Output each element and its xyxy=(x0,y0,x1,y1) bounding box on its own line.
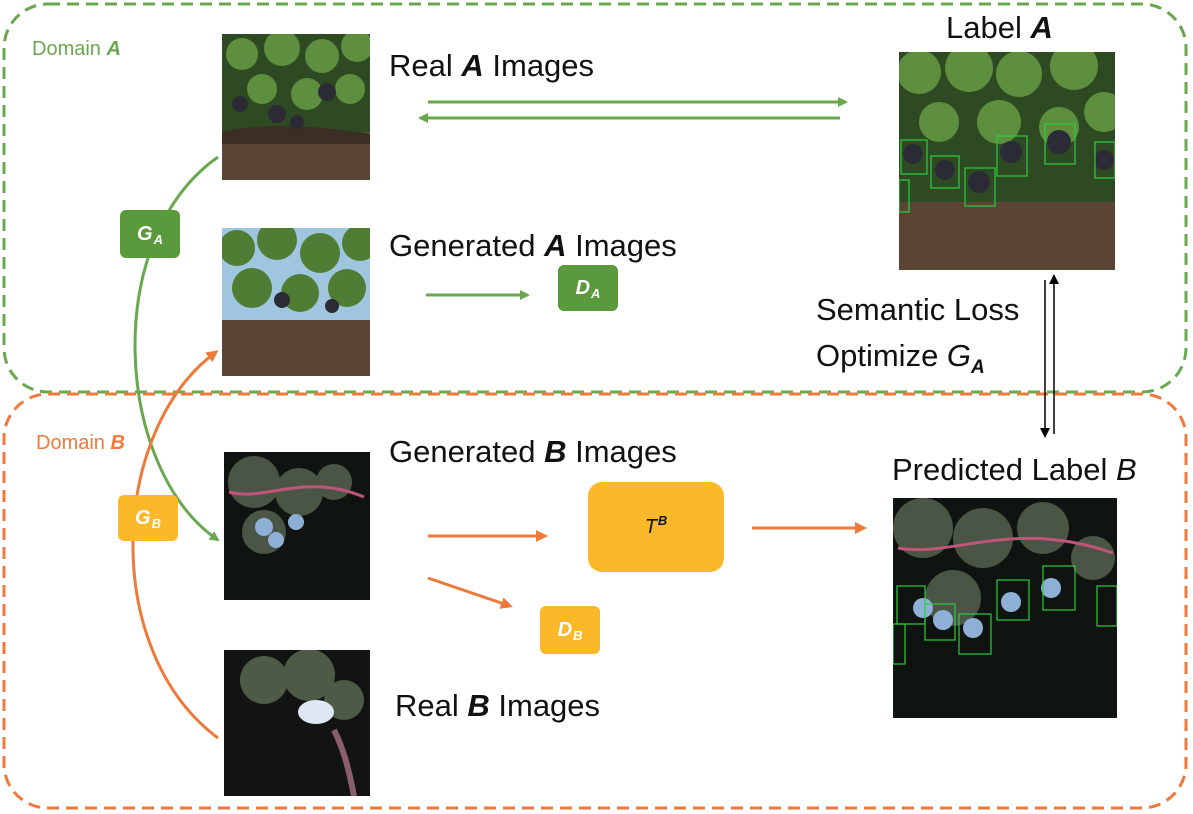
generated-a-image xyxy=(222,228,370,376)
arrow-gb-curve xyxy=(131,350,219,740)
arrow-gen-b-to-db xyxy=(427,576,513,609)
generated-b-image xyxy=(224,452,370,600)
real-a-image xyxy=(222,34,370,180)
generated-b-label: Generated B Images xyxy=(389,434,677,469)
real-b-label: Real B Images xyxy=(395,688,601,723)
real-a-label: Real A Images xyxy=(389,48,595,83)
semantic-loss-label: Semantic Loss xyxy=(816,292,1020,327)
label-a-title: Label A xyxy=(946,10,1053,45)
predicted-label-b-title: Predicted Label B xyxy=(892,452,1137,487)
real-b-image xyxy=(224,650,370,796)
domain-b-label: Domain B xyxy=(36,432,125,454)
generated-a-label: Generated A Images xyxy=(389,228,677,263)
domain-a-label: Domain A xyxy=(32,38,121,60)
domain-a-box xyxy=(2,2,1188,394)
arrow-ga-curve xyxy=(133,155,220,542)
optimize-ga-label: Optimize GA xyxy=(816,338,985,379)
label-a-image xyxy=(899,52,1115,270)
predicted-label-b-image xyxy=(893,498,1117,718)
